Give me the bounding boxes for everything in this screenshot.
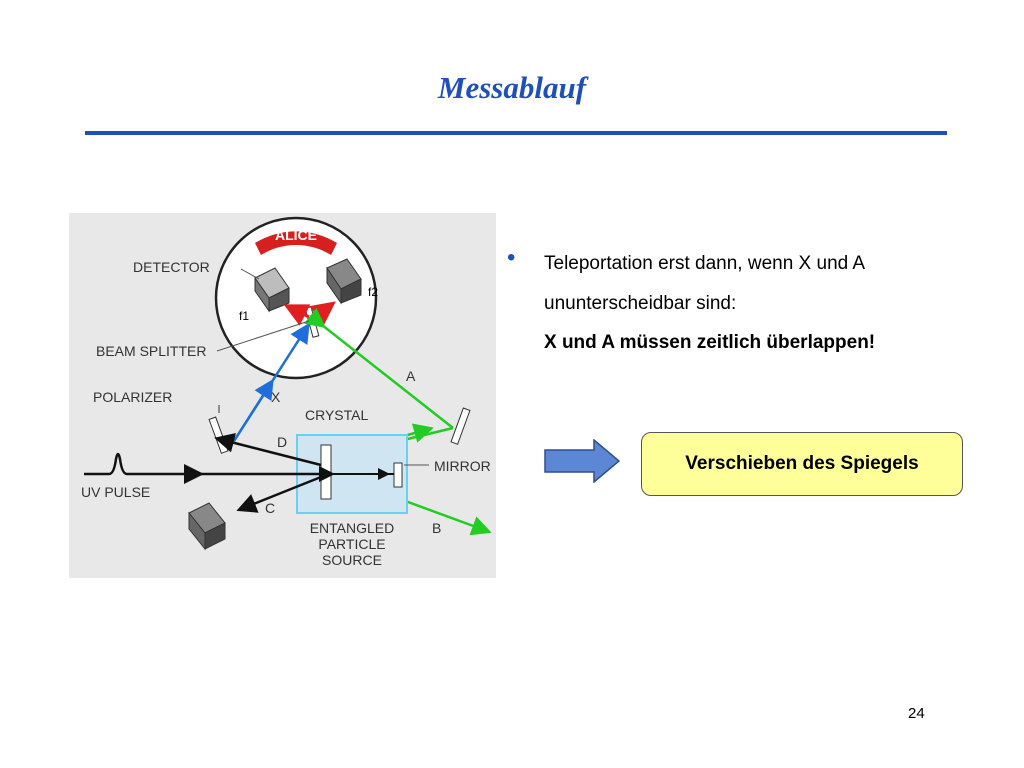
beam-c-label: C: [265, 500, 275, 516]
uv-pulse-label: UV PULSE: [81, 484, 150, 500]
f1-label: f1: [239, 309, 249, 323]
mirror-top-icon: [450, 407, 471, 445]
mirror-label: MIRROR: [434, 458, 491, 474]
detector-c-icon: [188, 502, 226, 551]
callout-text: Verschieben des Spiegels: [685, 453, 919, 474]
slide-title: Messablauf: [437, 70, 587, 105]
callout-box: Verschieben des Spiegels: [641, 432, 963, 496]
source-label-line3: SOURCE: [322, 552, 382, 568]
right-arrow-icon: [544, 439, 620, 483]
title-underline: [85, 131, 947, 135]
beam-x-label: X: [271, 389, 281, 405]
alice-label: ALICE: [275, 227, 317, 243]
beam-a-label: A: [406, 368, 416, 384]
source-label-line2: PARTICLE: [318, 536, 385, 552]
alice-banner: [255, 231, 337, 255]
uv-pulse-icon: [84, 452, 135, 476]
polarizer-label: POLARIZER: [93, 389, 172, 405]
beam-b-label: B: [432, 520, 441, 536]
f2-label: f2: [368, 285, 378, 299]
beam-d-label: D: [277, 434, 287, 450]
page-number: 24: [908, 705, 925, 722]
bullet-emphasis: X und A müssen zeitlich überlappen!: [544, 332, 876, 353]
bullet-text: Teleportation erst dann, wenn X und A un…: [544, 253, 865, 314]
crystal-icon: [320, 444, 332, 500]
mirror-icon: [393, 462, 403, 488]
detector-left-icon: [254, 267, 290, 313]
detector-label: DETECTOR: [133, 259, 210, 275]
source-label-line1: ENTANGLED: [310, 520, 395, 536]
setup-diagram: ALICE: [69, 213, 496, 578]
bullet-marker: •: [507, 244, 516, 271]
beam-splitter-label: BEAM SPLITTER: [96, 343, 206, 359]
teleportation-setup-figure: ALICE: [69, 213, 496, 578]
detector-right-icon: [326, 258, 362, 305]
crystal-label: CRYSTAL: [305, 407, 368, 423]
